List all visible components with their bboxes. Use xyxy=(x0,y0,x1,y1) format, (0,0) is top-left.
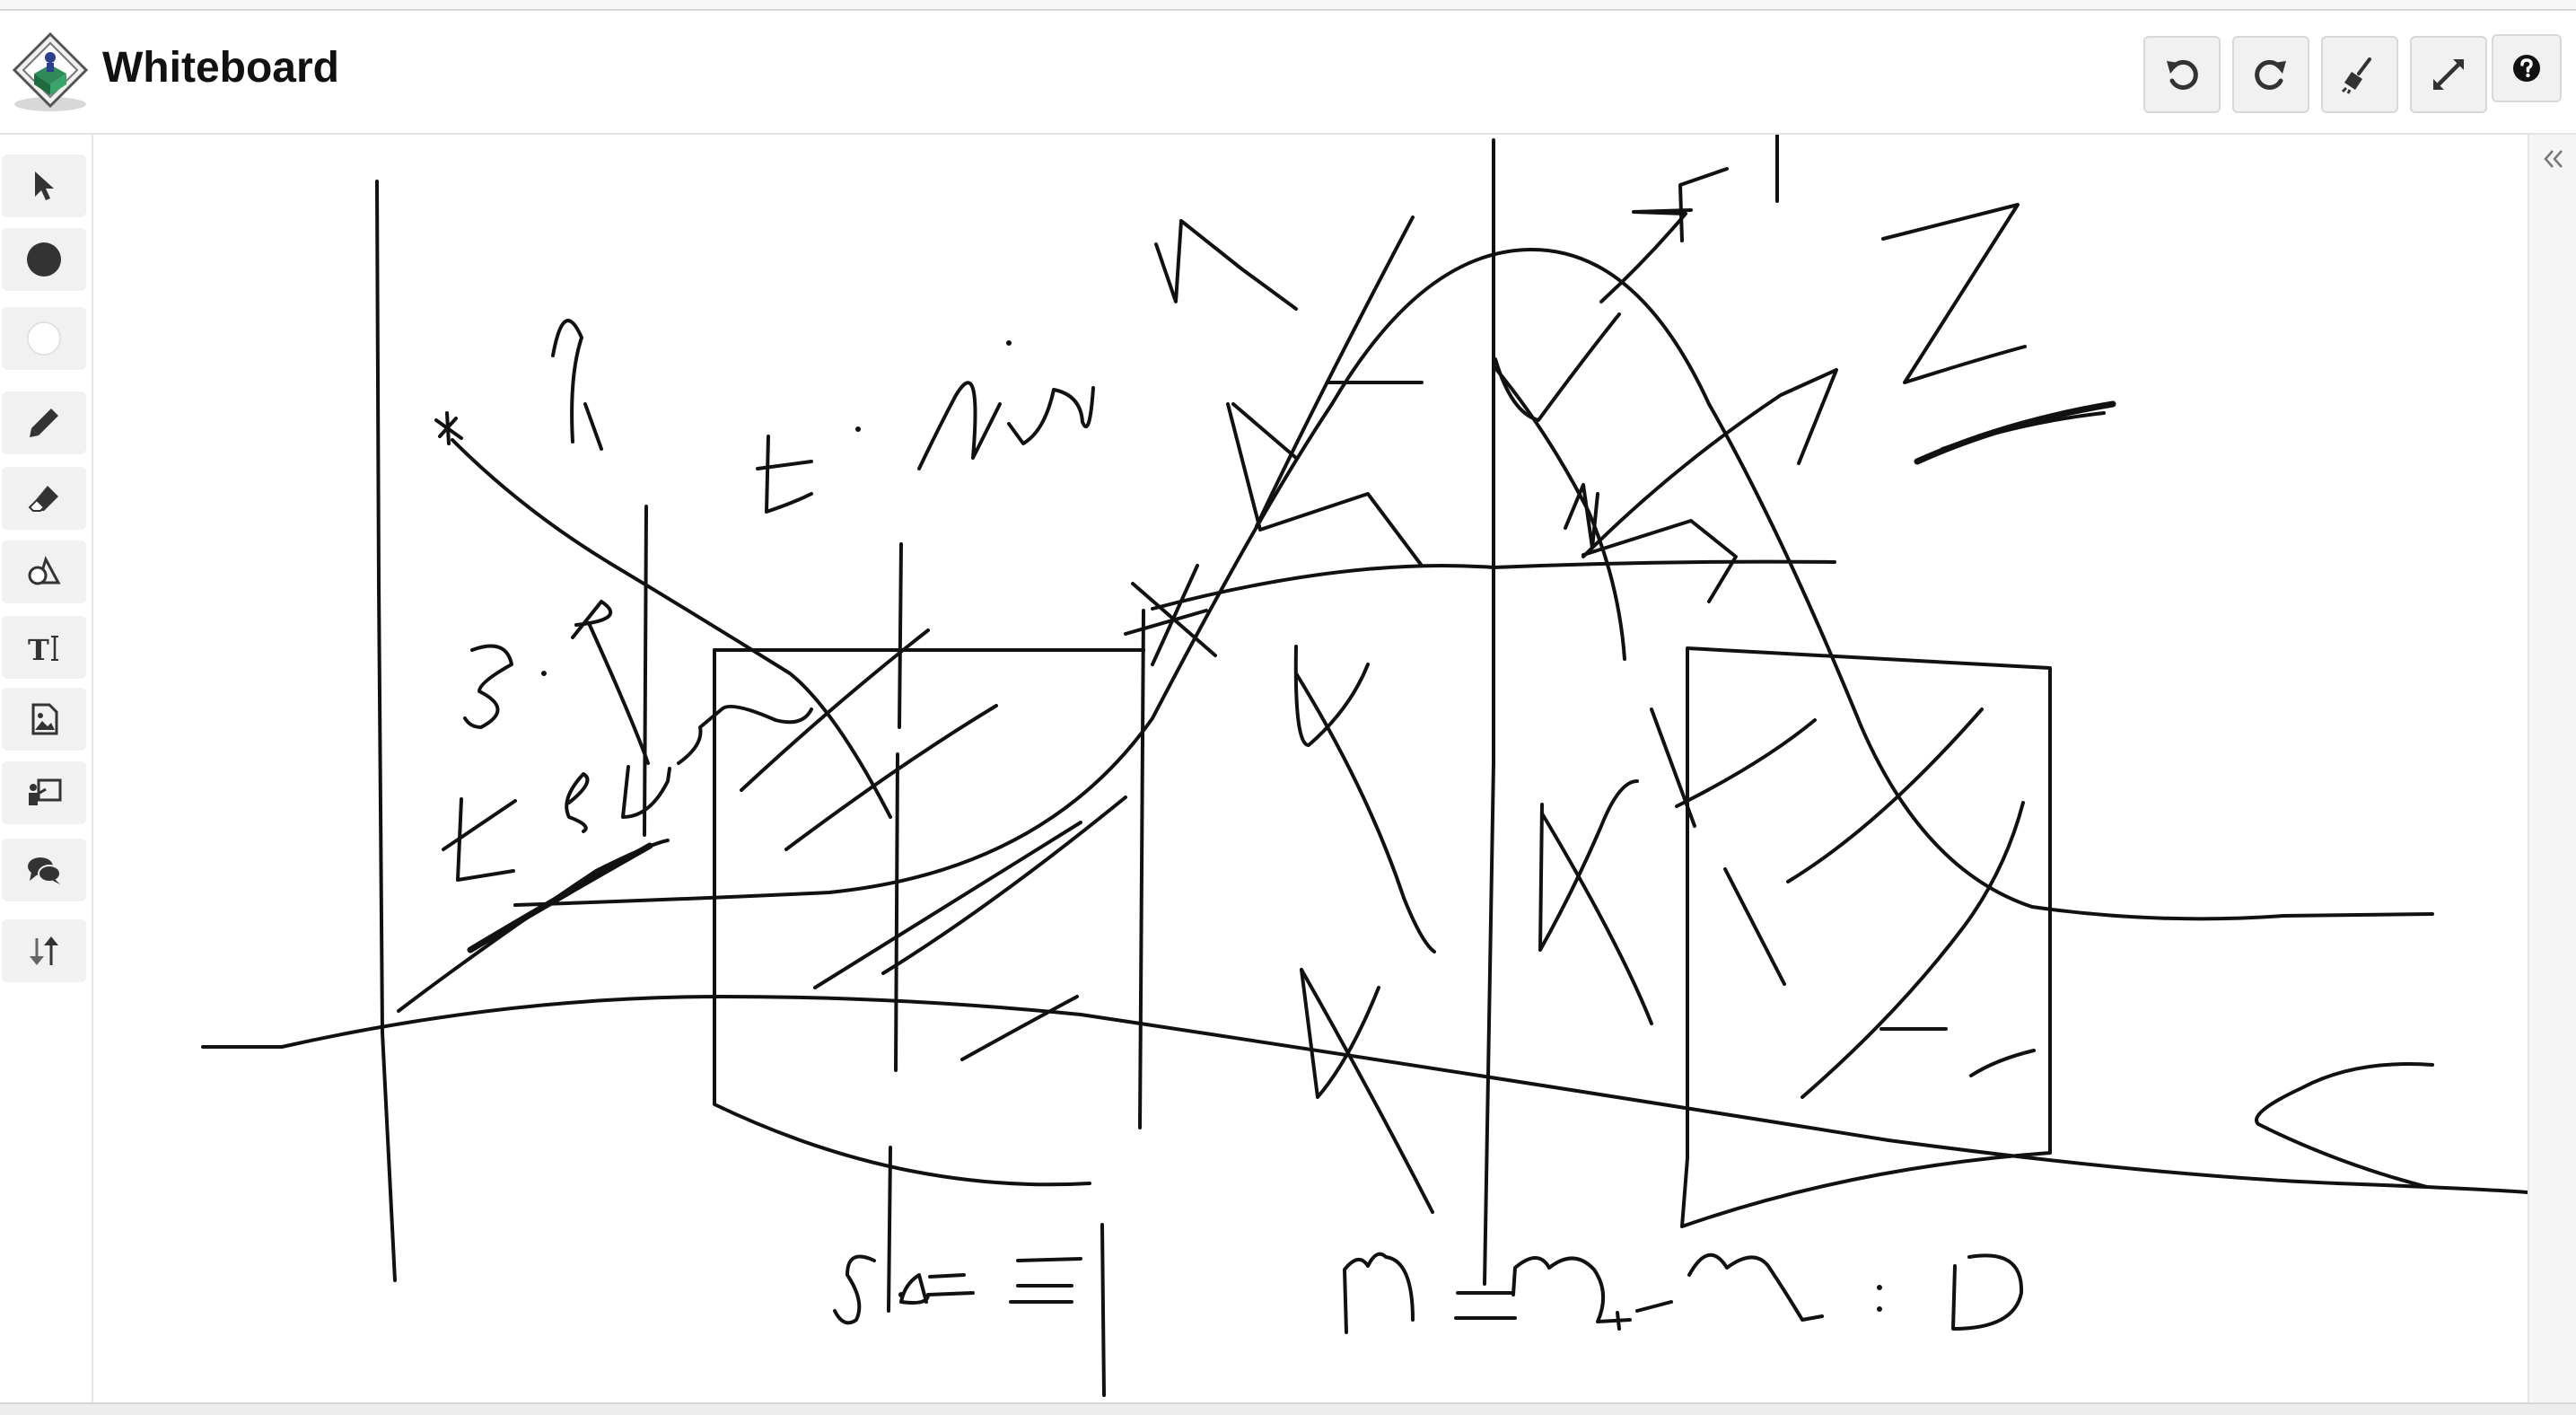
eraser-icon xyxy=(28,486,58,512)
broom-icon xyxy=(2341,57,2371,94)
sort-tool[interactable] xyxy=(2,919,86,982)
tool-sidebar: T xyxy=(0,135,93,1402)
expand-icon xyxy=(2433,59,2464,90)
presentation-tool[interactable] xyxy=(2,761,86,824)
shapes-tool[interactable] xyxy=(2,541,86,603)
drawing-canvas[interactable] xyxy=(93,135,2528,1402)
shapes-icon xyxy=(28,556,61,585)
question-circle-icon xyxy=(2513,55,2540,82)
bottom-bar xyxy=(0,1402,2576,1415)
fullscreen-button[interactable] xyxy=(2410,36,2487,113)
select-tool[interactable] xyxy=(2,154,86,217)
help-button[interactable] xyxy=(2492,34,2562,102)
arrows-up-down-icon xyxy=(30,936,58,965)
white-circle-icon xyxy=(27,321,61,356)
black-circle-icon xyxy=(27,242,61,277)
chat-bubbles-icon xyxy=(28,857,61,884)
redo-button[interactable] xyxy=(2232,36,2309,113)
header-bar: Whiteboard xyxy=(0,11,2576,135)
text-tool[interactable]: T xyxy=(2,616,86,679)
undo-icon xyxy=(2167,59,2198,90)
image-tool[interactable] xyxy=(2,688,86,751)
color-black-tool[interactable] xyxy=(2,228,86,291)
undo-button[interactable] xyxy=(2143,36,2221,113)
image-icon xyxy=(31,703,58,735)
app-title: Whiteboard xyxy=(102,44,339,92)
top-rule xyxy=(0,0,2576,11)
eraser-tool[interactable] xyxy=(2,467,86,530)
cursor-arrow-icon xyxy=(35,171,54,200)
color-white-tool[interactable] xyxy=(2,307,86,370)
right-panel xyxy=(2528,135,2576,1402)
presentation-icon xyxy=(29,778,62,805)
pencil-icon xyxy=(30,409,58,437)
pencil-tool[interactable] xyxy=(2,391,86,454)
clear-button[interactable] xyxy=(2321,36,2398,113)
svg-text:T: T xyxy=(28,633,49,665)
whiteboard-logo-icon xyxy=(7,29,93,115)
double-chevron-left-icon xyxy=(2544,150,2563,168)
chat-tool[interactable] xyxy=(2,839,86,901)
collapse-panel-button[interactable] xyxy=(2538,144,2569,174)
redo-icon xyxy=(2255,59,2286,90)
hand-drawn-sketch xyxy=(201,135,2528,1397)
text-cursor-icon: T xyxy=(28,633,58,665)
